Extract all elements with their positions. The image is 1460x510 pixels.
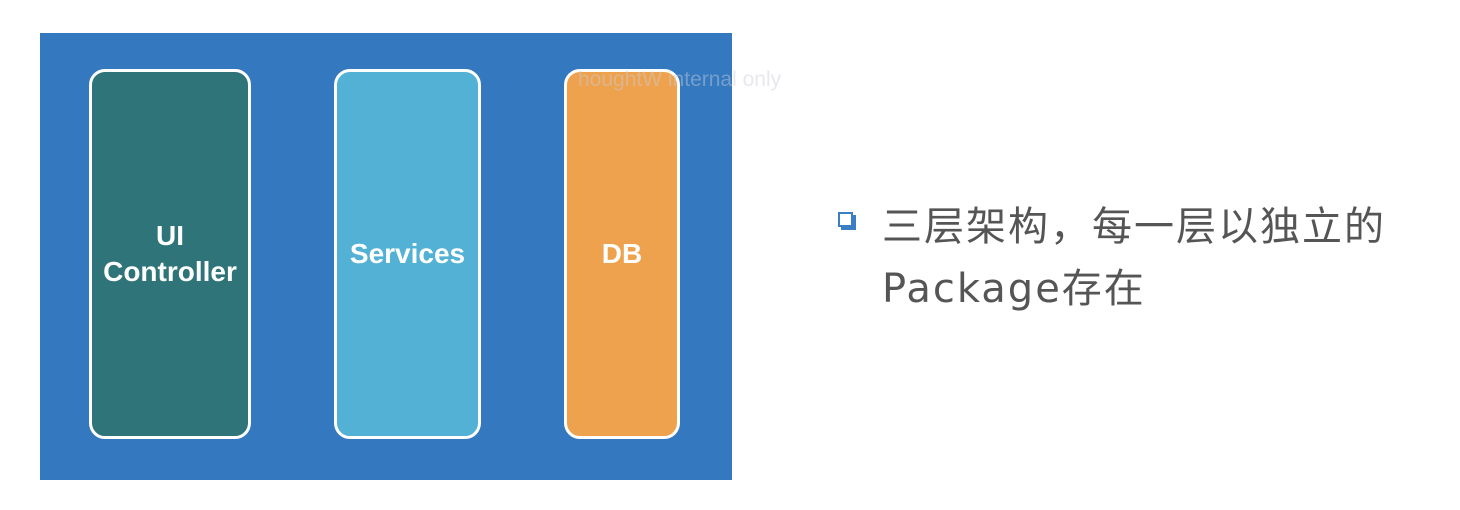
bullet-text: 三层架构，每一层以独立的Package存在 xyxy=(882,204,1386,312)
db-layer: DB xyxy=(564,69,680,439)
ui-controller-layer: UI Controller xyxy=(89,69,251,439)
services-layer: Services xyxy=(334,69,481,439)
architecture-diagram: UI Controller Services DB xyxy=(40,33,732,480)
ui-controller-label: UI Controller xyxy=(103,220,237,287)
square-bullet-icon xyxy=(838,212,853,227)
watermark: houghtW internal only xyxy=(578,68,782,91)
services-label: Services xyxy=(349,238,466,269)
db-label: DB xyxy=(601,238,643,269)
